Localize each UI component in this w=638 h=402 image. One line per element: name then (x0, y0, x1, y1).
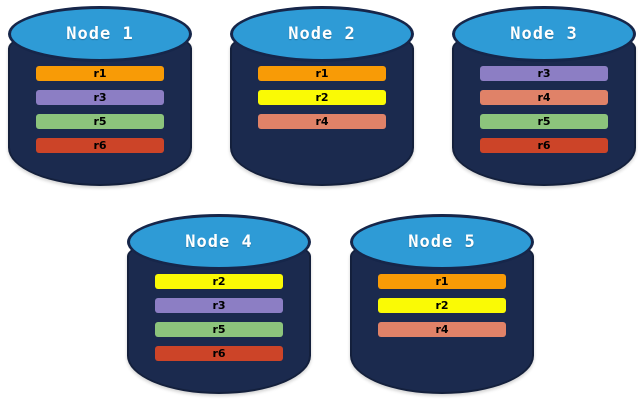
replica-bar[interactable]: r3 (480, 66, 608, 81)
replica-bar[interactable]: r2 (155, 274, 283, 289)
replica-bar[interactable]: r5 (155, 322, 283, 337)
cylinder-top-ellipse (230, 6, 414, 62)
replica-bar[interactable]: r4 (480, 90, 608, 105)
replica-bar[interactable]: r5 (480, 114, 608, 129)
replica-bar[interactable]: r3 (36, 90, 164, 105)
replica-list: r1 r2 r4 (258, 66, 386, 129)
replica-bar[interactable]: r1 (378, 274, 506, 289)
replica-bar[interactable]: r1 (36, 66, 164, 81)
cylinder-top-ellipse (452, 6, 636, 62)
replica-bar[interactable]: r6 (480, 138, 608, 153)
cylinder-top-ellipse (127, 214, 311, 270)
cylinder-top-ellipse (350, 214, 534, 270)
replica-bar[interactable]: r4 (378, 322, 506, 337)
replica-bar[interactable]: r3 (155, 298, 283, 313)
replica-list: r1 r2 r4 (378, 274, 506, 337)
replica-bar[interactable]: r1 (258, 66, 386, 81)
replica-bar[interactable]: r6 (155, 346, 283, 361)
replica-bar[interactable]: r2 (378, 298, 506, 313)
replica-bar[interactable]: r5 (36, 114, 164, 129)
replica-list: r2 r3 r5 r6 (155, 274, 283, 361)
replica-bar[interactable]: r6 (36, 138, 164, 153)
replica-bar[interactable]: r2 (258, 90, 386, 105)
replica-bar[interactable]: r4 (258, 114, 386, 129)
cylinder-top-ellipse (8, 6, 192, 62)
replica-list: r1 r3 r5 r6 (36, 66, 164, 153)
replica-list: r3 r4 r5 r6 (480, 66, 608, 153)
